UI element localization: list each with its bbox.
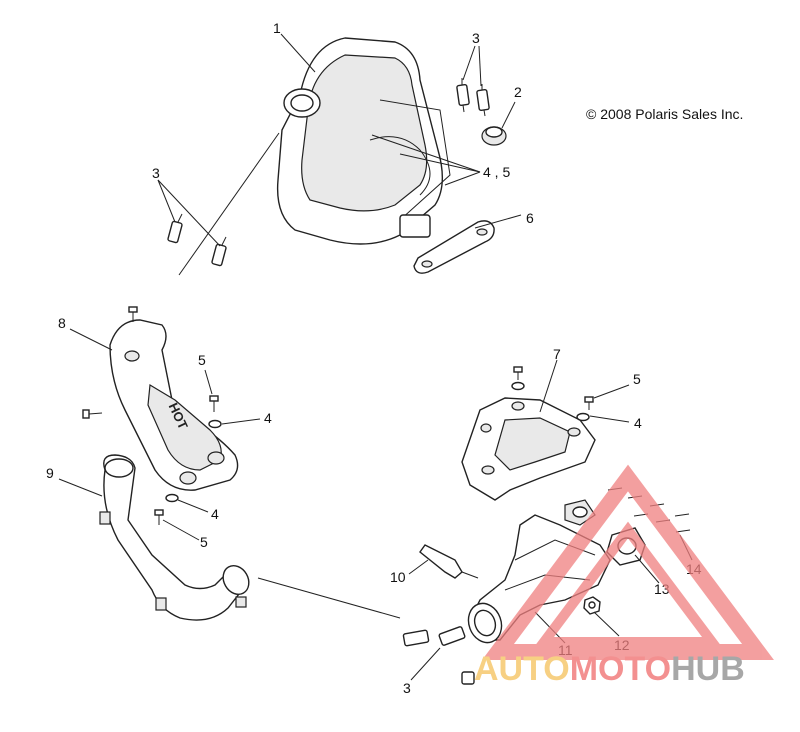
spring-top-left bbox=[456, 78, 470, 113]
washer-part-7-right bbox=[576, 412, 590, 422]
spring-top-right bbox=[476, 84, 490, 117]
leader-lines bbox=[58, 33, 693, 681]
nut-part-12 bbox=[583, 596, 601, 615]
callout-8: 8 bbox=[58, 315, 66, 331]
bracket-part-6 bbox=[413, 220, 495, 274]
screw-part-5-mid bbox=[209, 395, 219, 412]
watermark-triangle-icon bbox=[482, 464, 774, 660]
spring-bottom-c bbox=[461, 671, 475, 685]
screw-part-7-top bbox=[513, 366, 523, 380]
grommet-part-2 bbox=[481, 126, 507, 146]
callout-3-bottom: 3 bbox=[403, 680, 411, 696]
callout-4-lower-shield: 4 bbox=[634, 415, 642, 431]
spring-left-a bbox=[167, 213, 183, 244]
washer-part-7-top bbox=[511, 381, 525, 391]
screw-part-7-right bbox=[584, 396, 594, 410]
spring-left-b bbox=[211, 236, 227, 267]
watermark-hub: HUB bbox=[671, 650, 745, 688]
screw-part-8-left bbox=[82, 409, 103, 419]
callout-10: 10 bbox=[390, 569, 406, 585]
sensor-part-10 bbox=[419, 544, 479, 579]
callout-3-left: 3 bbox=[152, 165, 160, 181]
washer-part-4-low bbox=[165, 493, 179, 503]
callout-5-lower-shield: 5 bbox=[633, 371, 641, 387]
washer-part-4-mid bbox=[208, 419, 222, 429]
callout-4-5: 4 , 5 bbox=[483, 164, 510, 180]
callout-6: 6 bbox=[526, 210, 534, 226]
spring-bottom-b bbox=[438, 626, 466, 646]
heat-shield-part-7 bbox=[461, 397, 596, 501]
callout-5-upper-shield: 5 bbox=[198, 352, 206, 368]
callout-3-top: 3 bbox=[472, 30, 480, 46]
callout-2: 2 bbox=[514, 84, 522, 100]
watermark-moto: MOTO bbox=[570, 650, 671, 688]
callout-4-pipe: 4 bbox=[211, 506, 219, 522]
svg-text:AUTOMOTOHUB: AUTOMOTOHUB bbox=[474, 650, 745, 688]
callout-4-upper-shield: 4 bbox=[264, 410, 272, 426]
exhaust-pipe-part-9 bbox=[99, 454, 250, 621]
heat-shield-part-8: HOT bbox=[109, 319, 239, 491]
watermark-inner-triangle-icon bbox=[534, 521, 722, 647]
screw-part-8-top bbox=[128, 306, 138, 322]
callout-7: 7 bbox=[553, 346, 561, 362]
copyright-notice: © 2008 Polaris Sales Inc. bbox=[586, 106, 743, 122]
callout-9: 9 bbox=[46, 465, 54, 481]
callout-1: 1 bbox=[273, 20, 281, 36]
screw-part-5-low bbox=[154, 509, 164, 525]
muffler-part-1 bbox=[276, 37, 451, 245]
watermark-auto: AUTO bbox=[474, 650, 570, 688]
automotohub-watermark: AUTOMOTOHUB bbox=[474, 464, 774, 688]
spring-bottom-a bbox=[402, 629, 430, 647]
callout-5-pipe: 5 bbox=[200, 534, 208, 550]
